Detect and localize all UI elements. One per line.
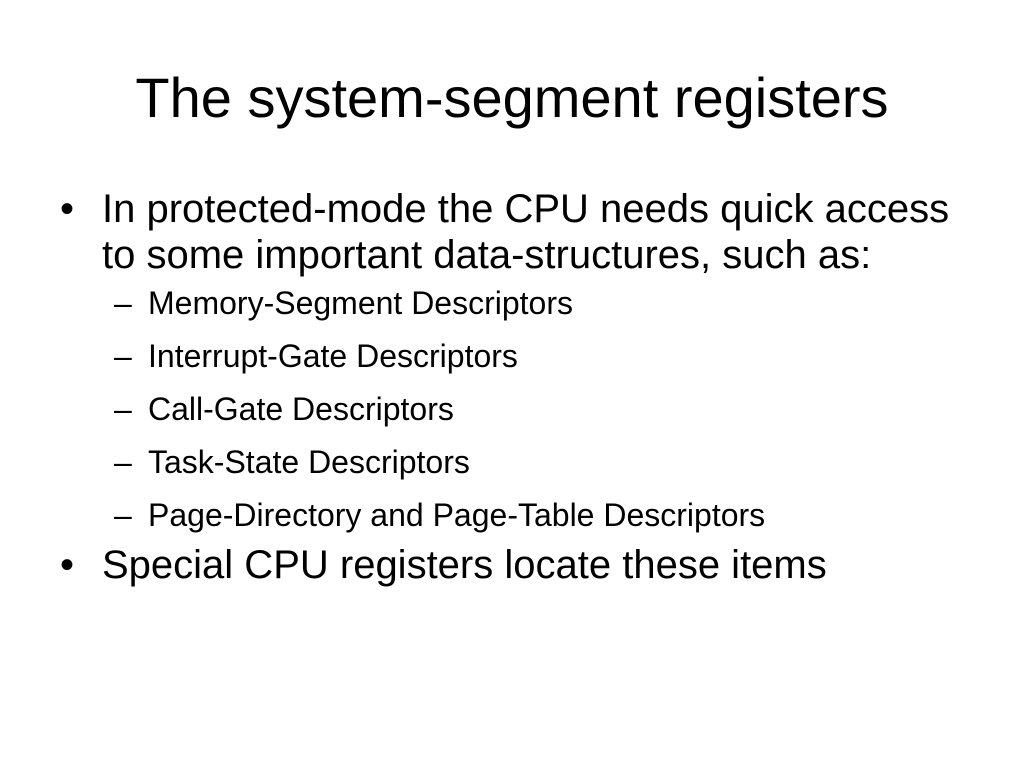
sub-bullet-item: – Page-Directory and Page-Table Descript… — [114, 496, 980, 534]
sub-bullet-text: Interrupt-Gate Descriptors — [148, 338, 518, 374]
dash-marker: – — [114, 338, 132, 374]
sub-bullet-item: – Memory-Segment Descriptors — [114, 284, 980, 322]
bullet-item: • Special CPU registers locate these ite… — [60, 542, 980, 588]
bullet-item: • In protected-mode the CPU needs quick … — [60, 186, 980, 534]
dash-marker: – — [114, 391, 132, 427]
sub-bullet-item: – Call-Gate Descriptors — [114, 390, 980, 428]
bullet-text: Special CPU registers locate these items — [102, 543, 827, 587]
dash-marker: – — [114, 497, 132, 533]
sub-bullet-text: Task-State Descriptors — [148, 444, 470, 480]
sub-bullet-text: Memory-Segment Descriptors — [148, 285, 573, 321]
slide-title: The system-segment registers — [135, 66, 889, 129]
bullet-marker: • — [60, 187, 75, 231]
sub-bullet-item: – Interrupt-Gate Descriptors — [114, 337, 980, 375]
sub-bullet-text: Call-Gate Descriptors — [148, 391, 454, 427]
dash-marker: – — [114, 285, 132, 321]
sub-bullet-list: – Memory-Segment Descriptors – Interrupt… — [102, 284, 980, 534]
bullet-text: In protected-mode the CPU needs quick ac… — [102, 187, 950, 277]
bullet-list: • In protected-mode the CPU needs quick … — [60, 186, 980, 588]
bullet-marker: • — [60, 543, 75, 587]
sub-bullet-text: Page-Directory and Page-Table Descriptor… — [148, 497, 766, 533]
dash-marker: – — [114, 444, 132, 480]
sub-bullet-item: – Task-State Descriptors — [114, 443, 980, 481]
